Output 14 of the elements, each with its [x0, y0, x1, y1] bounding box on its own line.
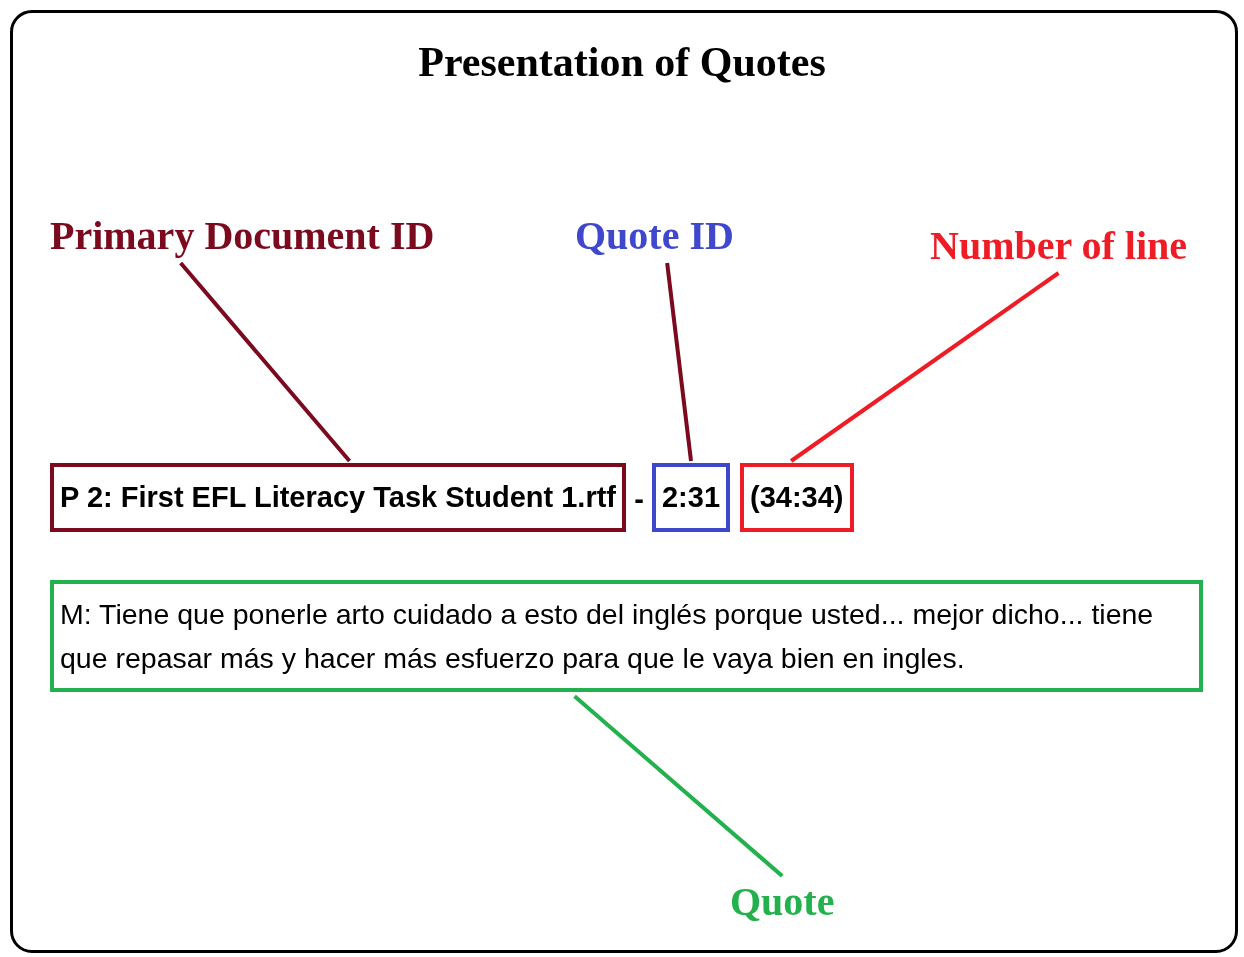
quote-id-box: 2:31 — [652, 463, 731, 532]
document-id-box: P 2: First EFL Literacy Task Student 1.rtf — [50, 463, 626, 532]
leader-line — [179, 261, 352, 463]
leader-line — [573, 694, 784, 878]
callout-label: Primary Document ID — [50, 212, 435, 259]
quote-text-box: M: Tiene que ponerle arto cuidado a esto del inglés porque usted... mejor dicho... tiene que repasar más y hacer más esfuerzo para que le vaya bien en ingles. — [50, 580, 1203, 693]
leader-line — [665, 262, 693, 462]
callout-label: Quote — [730, 878, 835, 925]
line-number-box: (34:34) — [740, 463, 854, 532]
leader-line — [789, 271, 1060, 463]
callout-label: Number of line — [930, 222, 1188, 269]
callout-label: Quote ID — [575, 212, 734, 259]
title: Presentation of Quotes — [417, 38, 827, 86]
dash-text: - — [634, 483, 644, 516]
